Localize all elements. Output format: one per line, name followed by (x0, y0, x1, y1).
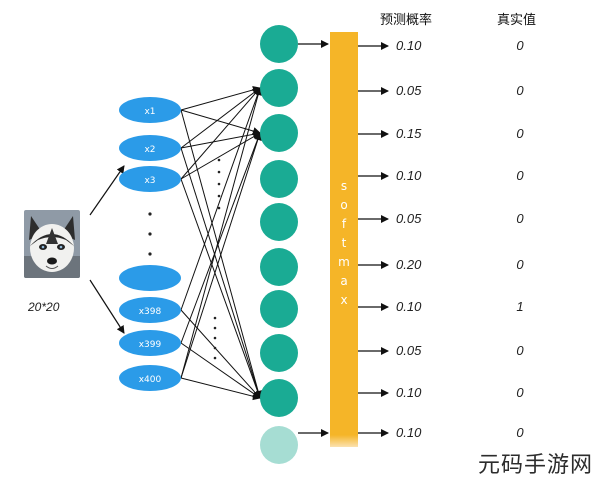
feature-label: x400 (139, 375, 162, 385)
output-neuron (260, 290, 298, 328)
softmax-letter: t (342, 236, 347, 250)
input-arrow-down (89, 279, 125, 334)
truth-value: 0 (516, 38, 524, 53)
input-arrow-up (89, 165, 125, 216)
output-neuron (260, 203, 298, 241)
connection-line (180, 86, 261, 111)
watermark-text: 元码手游网 (478, 453, 594, 478)
ellipsis-dot (217, 170, 221, 174)
ellipsis-dot (148, 252, 152, 256)
softmax-letter: o (340, 198, 347, 212)
ellipsis-dot (213, 346, 217, 350)
husky-dog-photo (24, 210, 80, 278)
prediction-value: 0.15 (396, 126, 422, 141)
output-neuron (260, 160, 298, 198)
softmax-letter: s (341, 179, 347, 193)
connection-line (180, 342, 261, 399)
softmax-letter: a (340, 274, 347, 288)
feature-label: x1 (144, 107, 155, 117)
ellipsis-dot (217, 182, 221, 186)
truth-value: 0 (516, 168, 524, 183)
connection-line (180, 87, 262, 311)
prediction-value: 0.10 (396, 425, 422, 440)
output-neuron-layer (260, 25, 298, 464)
prediction-value: 0.10 (396, 38, 422, 53)
feature-label: x398 (139, 307, 162, 317)
prediction-value: 0.10 (396, 299, 422, 314)
prediction-value: 0.20 (396, 257, 422, 272)
connection-line (180, 132, 261, 180)
output-neuron (260, 114, 298, 152)
ellipsis-dot (217, 194, 221, 198)
prediction-value: 0.10 (396, 385, 422, 400)
truth-value: 0 (516, 257, 524, 272)
feature-layer: x1 x2 x3 x398 x399 x400 (119, 97, 181, 391)
feature-node (119, 330, 181, 356)
truth-value: 0 (516, 211, 524, 226)
output-neuron (260, 248, 298, 286)
feature-node (119, 297, 181, 323)
connection-line (180, 377, 261, 401)
connection-line (180, 178, 262, 399)
connection-line (180, 147, 262, 399)
softmax-letter: m (338, 255, 350, 269)
softmax-letter: x (340, 293, 347, 307)
feature-node (119, 265, 181, 291)
connection-line (180, 87, 261, 180)
prediction-value: 0.10 (396, 168, 422, 183)
connection-line (180, 87, 261, 149)
feature-node (119, 97, 181, 123)
truth-value: 0 (516, 385, 524, 400)
softmax-letter: f (342, 217, 347, 231)
connection-line (180, 87, 263, 379)
connection-line (180, 309, 261, 399)
truth-value: 0 (516, 126, 524, 141)
truth-value: 0 (516, 83, 524, 98)
ellipsis-dots (148, 158, 221, 360)
prediction-value: 0.05 (396, 83, 422, 98)
feature-node (119, 166, 181, 192)
connection-line (180, 130, 261, 149)
input-size-label: 20*20 (28, 300, 60, 314)
ellipsis-dot (213, 316, 217, 320)
connection-lines (89, 40, 389, 437)
feature-node (119, 365, 181, 391)
truth-header: 真实值 (497, 13, 537, 28)
output-neuron (260, 69, 298, 107)
feature-label: x3 (144, 176, 155, 186)
ellipsis-dot (217, 158, 221, 162)
output-neuron-faded (260, 426, 298, 464)
output-neuron (260, 25, 298, 63)
pred-prob-header: 预测概率 (380, 13, 433, 28)
output-neuron (260, 379, 298, 417)
truth-value: 0 (516, 425, 524, 440)
feature-label: x399 (139, 340, 162, 350)
output-neuron (260, 334, 298, 372)
softmax-rect-fade (330, 435, 358, 447)
ellipsis-dot (148, 232, 152, 236)
feature-node (119, 135, 181, 161)
ellipsis-dot (217, 206, 221, 210)
truth-value: 1 (516, 299, 524, 314)
feature-label: x2 (144, 145, 155, 155)
ellipsis-dot (148, 212, 152, 216)
ellipsis-dot (213, 326, 217, 330)
connection-line (180, 132, 262, 344)
ellipsis-dot (213, 336, 217, 340)
prediction-value: 0.05 (396, 343, 422, 358)
connection-line (180, 132, 262, 379)
connection-line (180, 109, 261, 135)
truth-value: 0 (516, 343, 524, 358)
prediction-value: 0.05 (396, 211, 422, 226)
softmax-rect (330, 32, 358, 435)
ellipsis-dot (213, 356, 217, 360)
